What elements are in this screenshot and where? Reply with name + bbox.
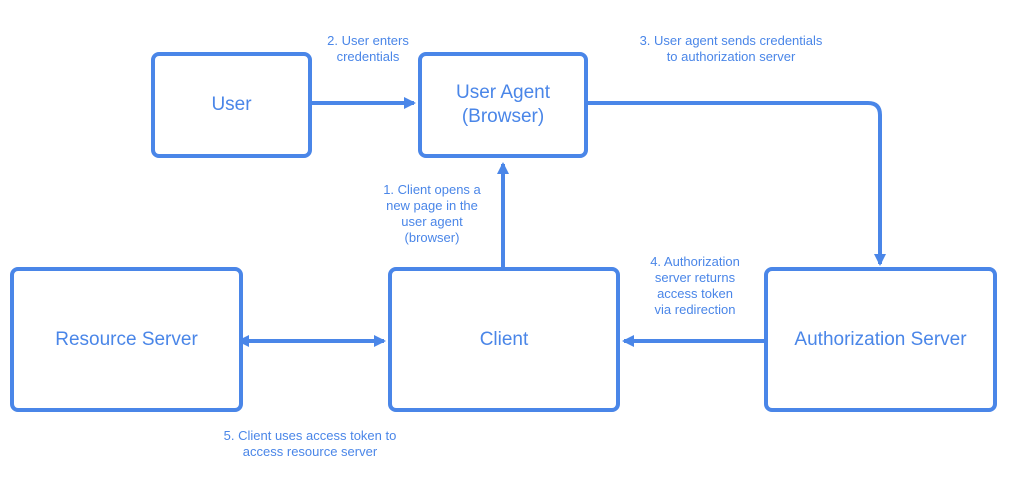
user-box-label: User: [211, 94, 252, 115]
resource-server-box: Resource Server: [10, 267, 243, 412]
step4-label: 4. Authorization server returns access t…: [650, 254, 740, 317]
step3-label: 3. User agent sends credentials to autho…: [639, 33, 823, 64]
user-box: User: [151, 52, 312, 158]
authorization-server-box: Authorization Server: [764, 267, 997, 412]
arrow-user-agent-to-authorization-server: [588, 101, 886, 266]
authorization-server-box-label: Authorization Server: [794, 328, 967, 350]
client-box: Client: [388, 267, 620, 412]
resource-server-box-label: Resource Server: [55, 328, 198, 350]
step5-label: 5. Client uses access token to access re…: [223, 428, 397, 459]
step2-label: 2. User enters credentials: [327, 33, 409, 64]
user-agent-box-label: User Agent (Browser): [456, 82, 550, 127]
client-box-label: Client: [479, 328, 529, 350]
user-agent-box: User Agent (Browser): [418, 52, 588, 158]
step1-label: 1. Client opens a new page in the user a…: [383, 182, 481, 245]
